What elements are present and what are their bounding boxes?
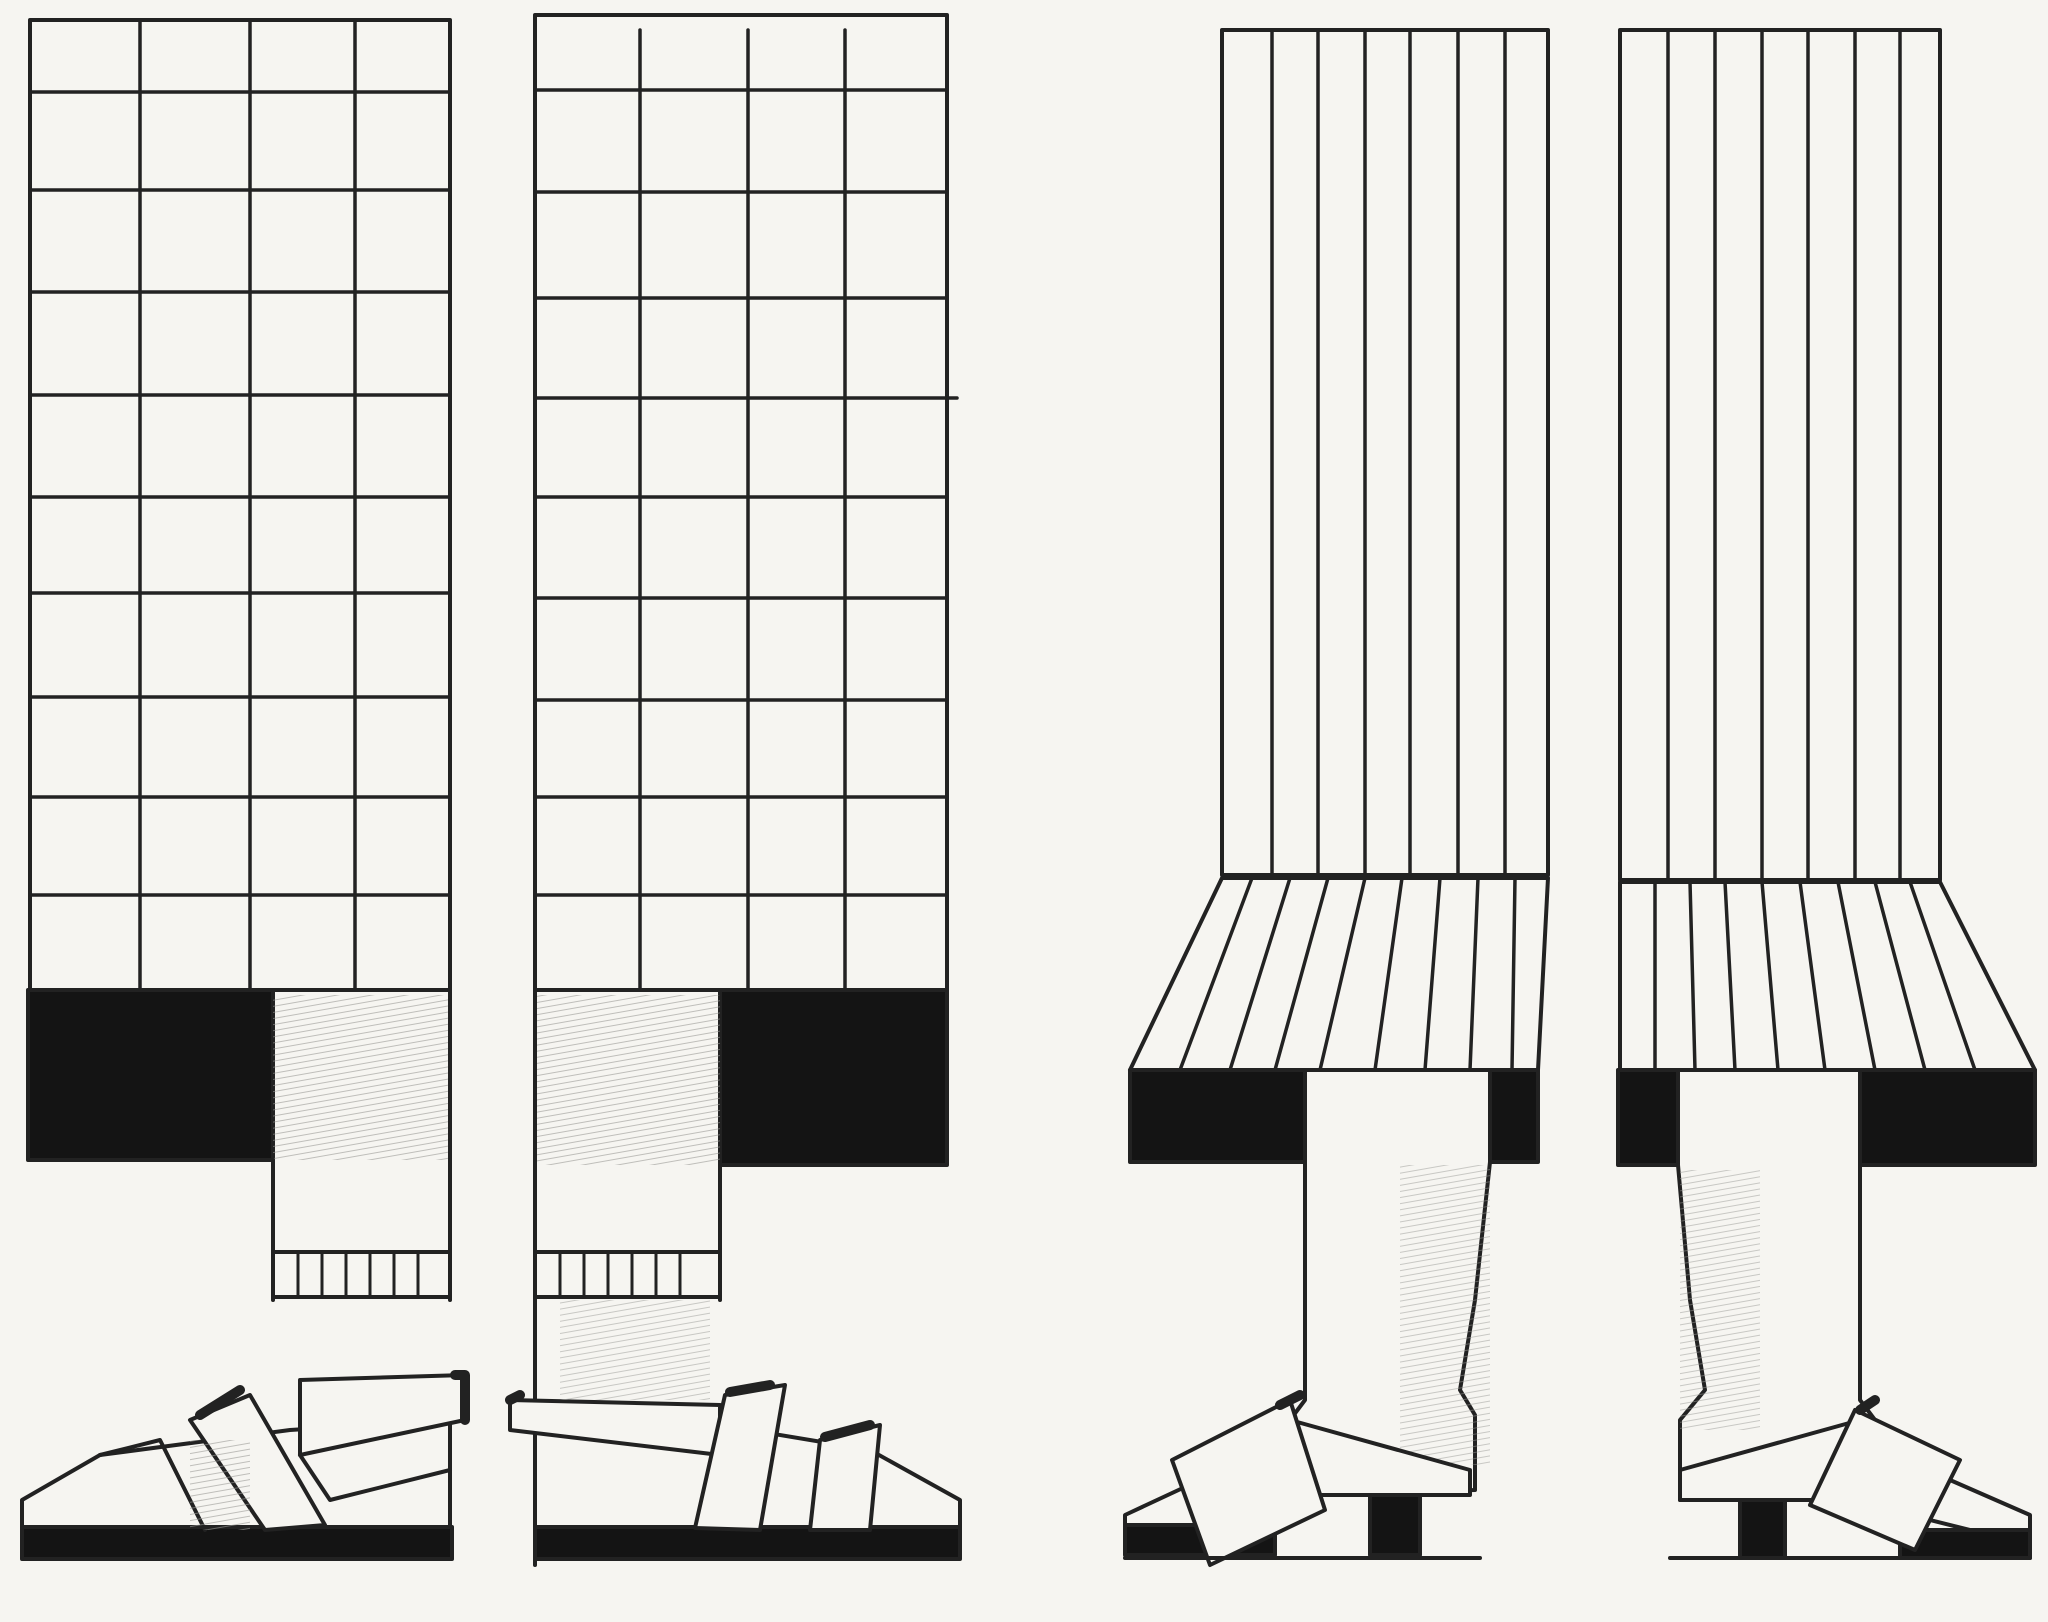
trouser-hem-block-1 (26, 988, 275, 1162)
sock-band-2 (533, 1250, 722, 1299)
trouser-hem-block-2 (718, 988, 949, 1167)
figure-3-striped-trousers (1123, 28, 1550, 1567)
figure-4-striped-trousers (1616, 28, 2037, 1560)
figure-1-grid-trousers (20, 18, 470, 1561)
cuff-hem-4b (1858, 1068, 2037, 1167)
grid-pattern-2 (533, 28, 959, 992)
cuff-hem-3a (1128, 1068, 1307, 1164)
sandal-1 (20, 1370, 470, 1561)
hem-shading-1 (273, 995, 450, 1160)
grid-pattern-1 (28, 18, 452, 992)
stripe-pattern-3 (1270, 28, 1507, 877)
heeled-shoe-4 (1668, 1395, 2032, 1560)
cuff-hem-3b (1488, 1068, 1540, 1164)
hem-shading-2 (535, 995, 720, 1165)
trouser-leg-3-outline (1220, 28, 1550, 877)
cuff-hem-4a (1616, 1068, 1680, 1167)
sandal-2 (505, 1300, 962, 1561)
sock-band-1 (271, 1250, 452, 1299)
heeled-shoe-3 (1123, 1390, 1482, 1567)
stripe-pattern-4 (1666, 28, 1902, 882)
figure-2-grid-trousers (505, 13, 962, 1567)
